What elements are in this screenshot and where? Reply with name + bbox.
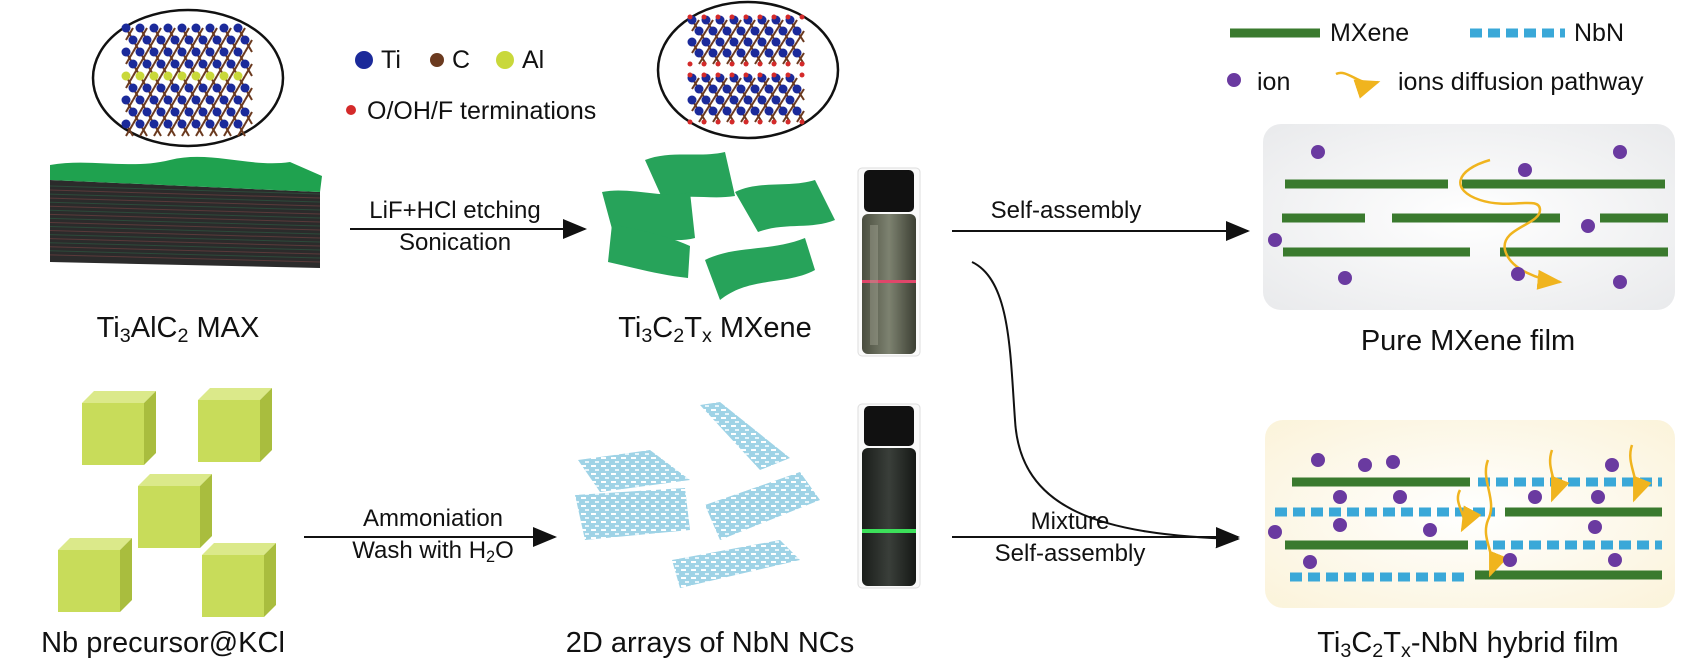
process-arrows bbox=[304, 219, 1250, 549]
etching-step-label: LiF+HCl etching Sonication bbox=[369, 197, 541, 256]
ammoniation-step-label: Ammoniation Wash with H2O bbox=[352, 505, 514, 567]
legend-c: C bbox=[452, 46, 471, 74]
mxene-structure-inset bbox=[656, 0, 840, 140]
self-assembly-label: Self-assembly bbox=[990, 197, 1142, 224]
hybrid-film-label: Ti3C2Tx-NbN hybrid film bbox=[1317, 627, 1619, 662]
nbn-arrays-label: 2D arrays of NbN NCs bbox=[565, 627, 855, 659]
pure-mxene-film-panel bbox=[1263, 124, 1675, 310]
nbn-2d-arrays bbox=[575, 402, 820, 588]
mxene-colloid-vial bbox=[857, 167, 921, 357]
legend-terminations: O/OH/F terminations bbox=[367, 97, 597, 125]
mixture-step-label: Mixture Self-assembly bbox=[994, 508, 1146, 567]
nbn-colloid-vial bbox=[857, 403, 921, 589]
hybrid-film-panel bbox=[1265, 420, 1675, 608]
mxene-flakes bbox=[602, 152, 835, 300]
pure-film-label: Pure MXene film bbox=[1360, 325, 1576, 357]
legend-top-markers bbox=[346, 51, 514, 115]
mxene-label: Ti3C2Tx MXene bbox=[618, 312, 812, 347]
nb-precursor-cubes bbox=[58, 388, 276, 617]
legend-ion: ion bbox=[1257, 68, 1291, 96]
legend-al: Al bbox=[522, 46, 545, 74]
legend-nbn: NbN bbox=[1574, 19, 1625, 47]
max-structure-inset bbox=[91, 8, 285, 148]
legend-right-markers bbox=[1227, 28, 1565, 99]
legend-ti: Ti bbox=[381, 46, 401, 74]
nb-precursor-label: Nb precursor@KCl bbox=[41, 627, 285, 659]
legend-mxene: MXene bbox=[1330, 19, 1410, 47]
legend-pathway: ions diffusion pathway bbox=[1398, 68, 1644, 96]
max-bulk-block bbox=[49, 156, 322, 268]
max-label: Ti3AlC2 MAX bbox=[96, 312, 260, 347]
